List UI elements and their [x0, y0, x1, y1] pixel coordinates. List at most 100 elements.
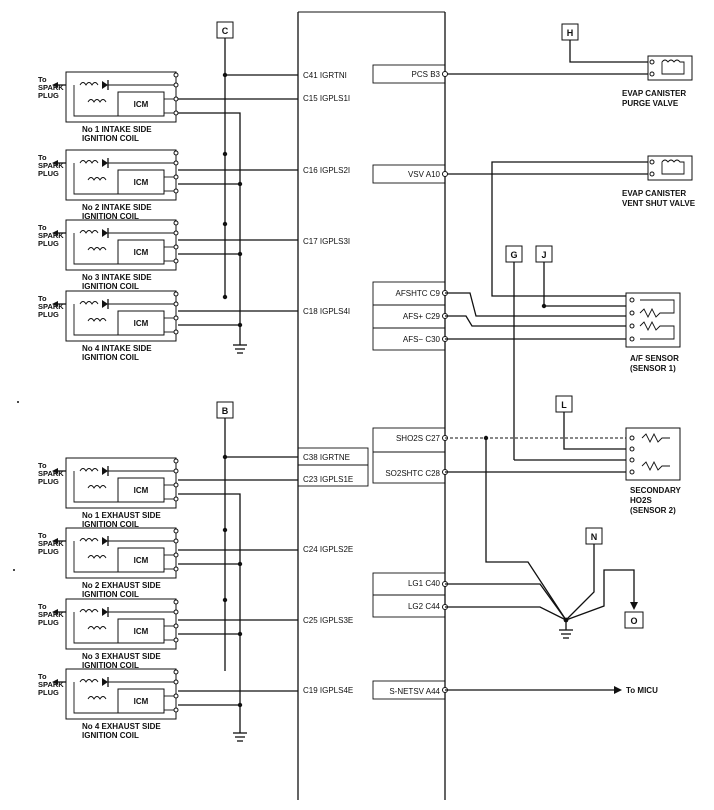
af-label-2: (SENSOR 1) [630, 364, 676, 373]
af-label-1: A/F SENSOR [630, 354, 679, 363]
coil-winding-icon [79, 301, 99, 305]
ecm-right-boxes [372, 64, 446, 700]
coil-winding-icon [79, 609, 99, 613]
pin-c29: AFS+ C29 [403, 312, 441, 321]
spark-plug-label: To [38, 294, 47, 303]
ho2s-label-2: HO2S [630, 496, 652, 505]
pin-c18: C18 IGPLS4I [303, 307, 350, 316]
spark-plug-label: PLUG [38, 310, 59, 319]
connector-j: J [541, 250, 546, 260]
spark-plug-label: SPARK [38, 469, 64, 478]
diode-icon [102, 159, 108, 167]
coil-name: IGNITION COIL [82, 590, 139, 599]
pin-c19: C19 IGPLS4E [303, 686, 353, 695]
evap-vent-circuit: EVAP CANISTER VENT SHUT VALVE [442, 155, 696, 297]
pin-c15: C15 IGPLS1I [303, 94, 350, 103]
coil-winding-icon [87, 555, 107, 559]
spark-plug-label: PLUG [38, 688, 59, 697]
coil-name: IGNITION COIL [82, 520, 139, 529]
icm-label: ICM [134, 100, 149, 109]
coil-winding-icon [79, 160, 99, 164]
pin-a10: VSV A10 [408, 170, 441, 179]
coil-name: No 1 EXHAUST SIDE [82, 511, 161, 520]
diode-icon [102, 608, 108, 616]
icm-label: ICM [134, 627, 149, 636]
coil-winding-icon [79, 468, 99, 472]
ecm-module [297, 11, 446, 800]
spark-plug-label: To [38, 672, 47, 681]
coil-winding-icon [87, 696, 107, 700]
icm-box [117, 618, 165, 644]
spark-plug-label: SPARK [38, 83, 64, 92]
spark-plug-label: To [38, 223, 47, 232]
pin-c23: C23 IGPLS1E [303, 475, 353, 484]
pin-b3: PCS B3 [412, 70, 441, 79]
spark-plug-label: PLUG [38, 91, 59, 100]
coil-name: No 4 INTAKE SIDE [82, 344, 152, 353]
spark-plug-label: SPARK [38, 161, 64, 170]
coil-winding-icon [79, 679, 99, 683]
coil-winding-icon [87, 247, 107, 251]
connector-n: N [591, 532, 598, 542]
micu-circuit: To MICU [442, 686, 658, 695]
evap-purge-circuit: H EVAP CANISTER PURGE VALVE [442, 23, 693, 108]
diode-icon [102, 81, 108, 89]
spark-arrow-icon [52, 82, 58, 88]
pin-c40: LG1 C40 [408, 579, 441, 588]
coil-name: No 2 EXHAUST SIDE [82, 581, 161, 590]
coil-name: IGNITION COIL [82, 282, 139, 291]
purge-label-1: EVAP CANISTER [622, 89, 686, 98]
spark-plug-label: SPARK [38, 302, 64, 311]
spark-plug-label: SPARK [38, 680, 64, 689]
af-sensor-circuit: G J A/F SENSOR (SENSOR 1) [442, 245, 681, 373]
spark-plug-label: To [38, 75, 47, 84]
coil-winding-icon [87, 485, 107, 489]
coil-winding-icon [79, 82, 99, 86]
diode-icon [102, 229, 108, 237]
pin-a44: S-NETSV A44 [389, 687, 440, 696]
coil-name: IGNITION COIL [82, 134, 139, 143]
ecm-right-pins: PCS B3 VSV A10 AFSHTC C9 AFS+ C29 AFS− C… [385, 70, 440, 696]
diode-icon [102, 537, 108, 545]
spark-plug-label: PLUG [38, 618, 59, 627]
icm-box [117, 169, 165, 195]
icm-box [117, 91, 165, 117]
connector-c: C [222, 26, 229, 36]
icm-box [117, 477, 165, 503]
spark-arrow-icon [52, 301, 58, 307]
coil-name: No 2 INTAKE SIDE [82, 203, 152, 212]
spark-plug-label: SPARK [38, 231, 64, 240]
spark-plug-label: To [38, 602, 47, 611]
icm-label: ICM [134, 248, 149, 257]
pin-c24: C24 IGPLS2E [303, 545, 353, 554]
spark-plug-label: SPARK [38, 610, 64, 619]
coil-name: IGNITION COIL [82, 661, 139, 670]
exhaust-bus-wiring: B [178, 401, 298, 742]
vent-label-1: EVAP CANISTER [622, 189, 686, 198]
spark-arrow-icon [52, 609, 58, 615]
icm-box [117, 547, 165, 573]
micu-label: To MICU [626, 686, 658, 695]
icm-box [117, 310, 165, 336]
intake-bus-wiring: C [178, 21, 298, 354]
spark-plug-label: To [38, 153, 47, 162]
spark-plug-label: PLUG [38, 239, 59, 248]
vent-label-2: VENT SHUT VALVE [622, 199, 696, 208]
coil-winding-icon [87, 177, 107, 181]
ho2s-label-3: (SENSOR 2) [630, 506, 676, 515]
connector-b: B [222, 406, 229, 416]
pin-c9: AFSHTC C9 [396, 289, 441, 298]
spark-arrow-icon [52, 679, 58, 685]
ecm-left-boxes [297, 447, 369, 487]
connector-g: G [510, 250, 517, 260]
purge-label-2: PURGE VALVE [622, 99, 679, 108]
connector-h: H [567, 28, 574, 38]
spark-plug-label: PLUG [38, 477, 59, 486]
